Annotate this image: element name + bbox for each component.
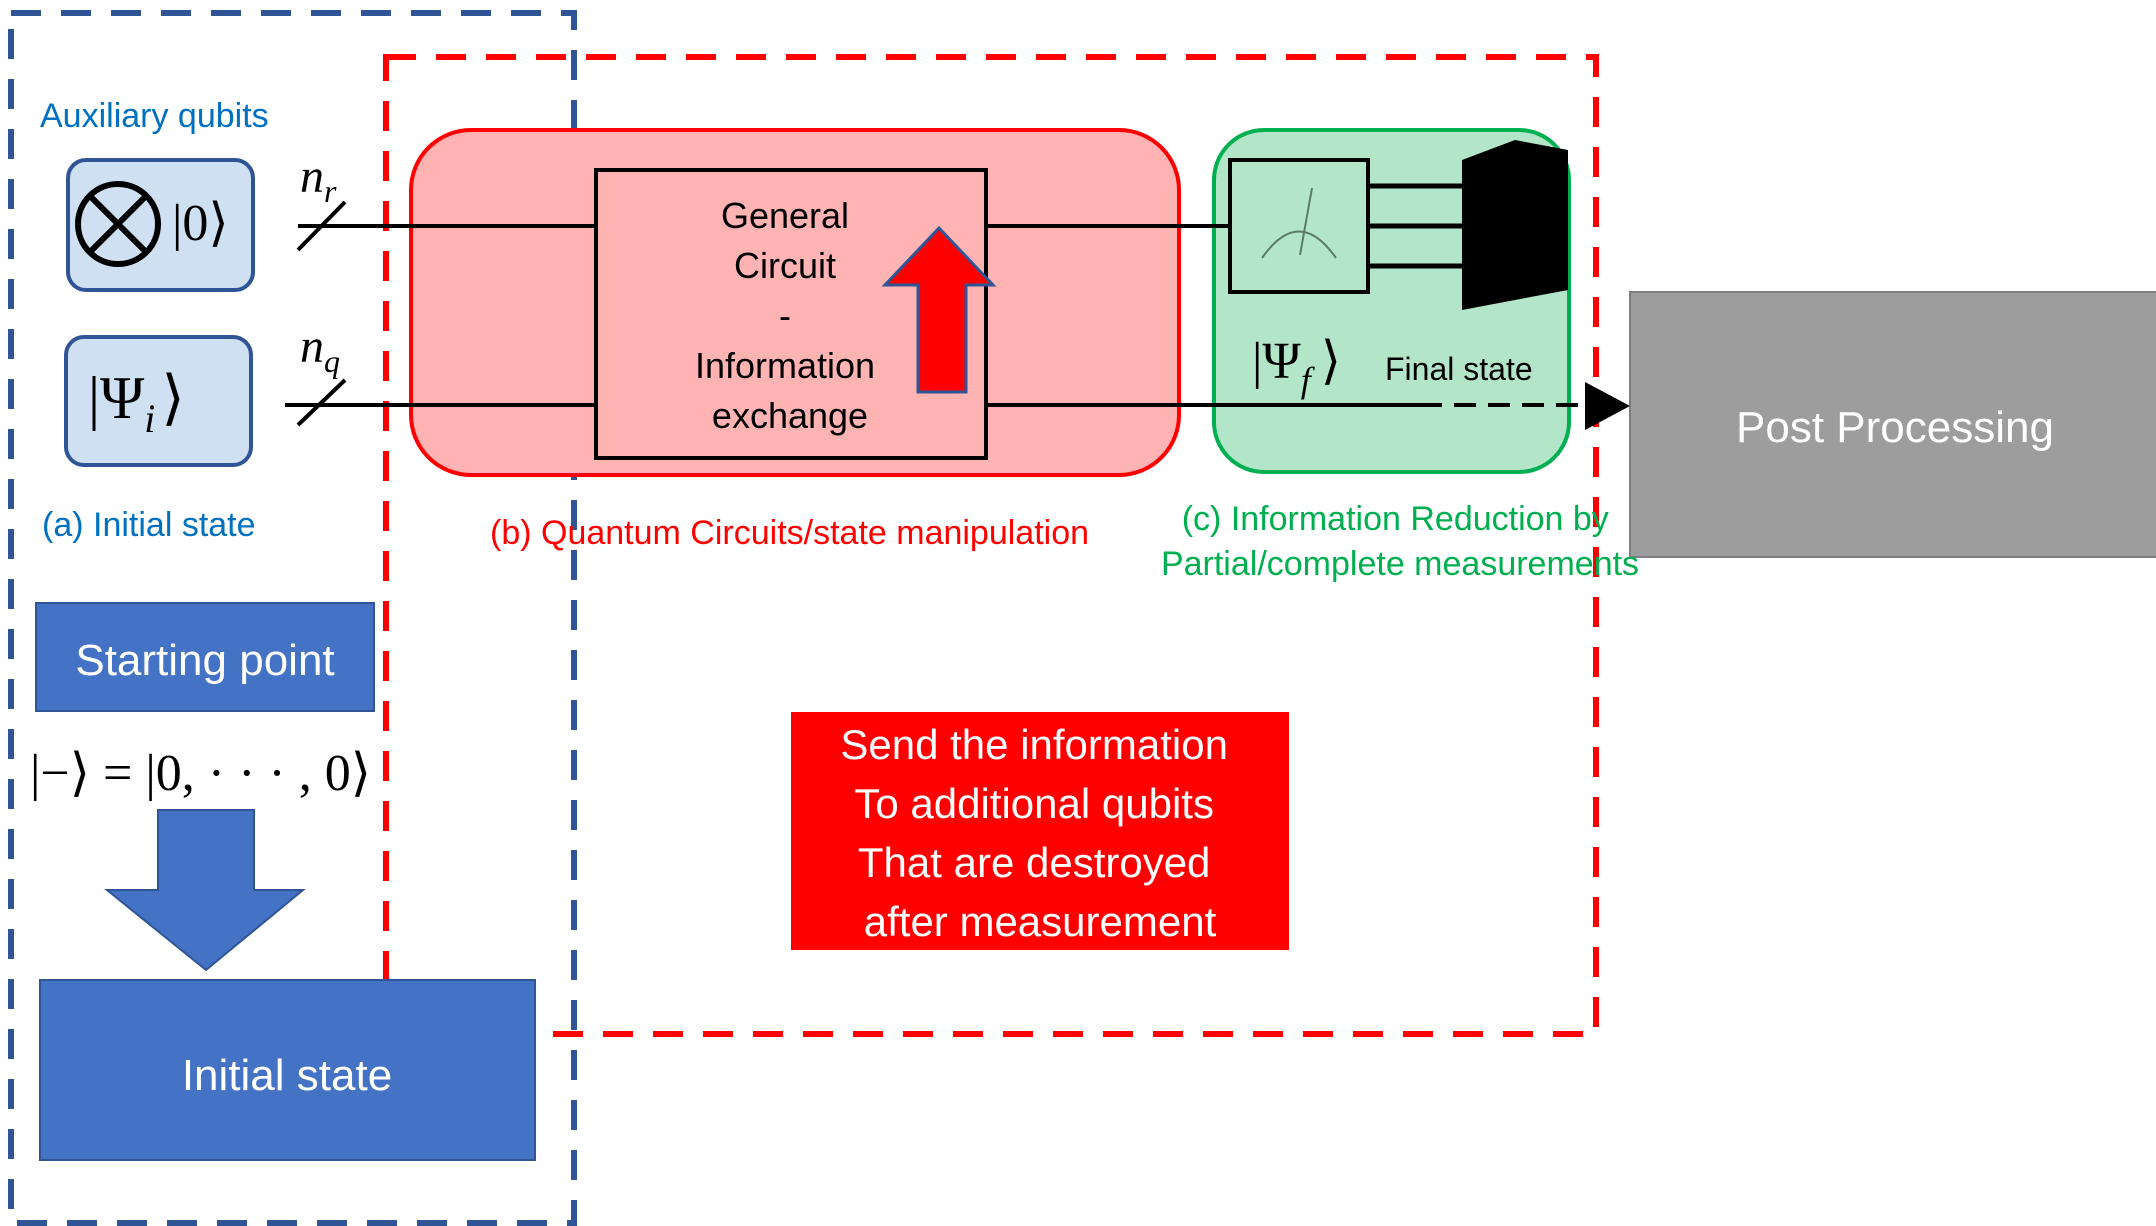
- psi-i-ket: |Ψi⟩: [88, 365, 185, 441]
- auxiliary-qubits-label: Auxiliary qubits: [40, 97, 269, 135]
- general-circuit-box: [594, 168, 988, 460]
- circuit-region-border: [383, 54, 1599, 1037]
- psi-i-box: [64, 335, 253, 467]
- nr-label: nr: [300, 150, 337, 209]
- quantum-circuits-caption: (b) Quantum Circuits/state manipulation: [490, 514, 1089, 552]
- initial-state-region-border: [8, 10, 577, 1226]
- send-info-box: [791, 712, 1289, 950]
- initial-state-box: [39, 979, 536, 1161]
- tensor-icon: [75, 181, 161, 267]
- starting-point-box: [35, 602, 375, 712]
- meter-needle: [1299, 187, 1313, 256]
- starting-point-label: Starting point: [75, 636, 334, 685]
- nq-label: nq: [300, 320, 340, 379]
- wire-arrowhead: [1585, 382, 1630, 430]
- final-state-label: Final state: [1385, 351, 1533, 387]
- post-processing-label: Post Processing: [1736, 403, 2054, 452]
- aux-ket: |0⟩: [172, 195, 229, 252]
- general-circuit-label: General Circuit - Information exchange: [695, 195, 885, 436]
- down-arrow-icon: [104, 809, 306, 972]
- main-wire-slash: [296, 378, 347, 427]
- send-info-label: Send the information To additional qubit…: [840, 721, 1239, 945]
- info-reduction-caption: (c) Information Reduction by Partial/com…: [1161, 500, 1639, 583]
- aux-wire-slash: [296, 200, 347, 252]
- meter-dial: [1261, 230, 1337, 259]
- garbage-label: Garbage: [1525, 165, 1558, 282]
- tensor-cross-2: [87, 193, 149, 255]
- measurement-meter-icon: [1228, 158, 1370, 294]
- post-processing-box: [1629, 291, 2156, 558]
- initial-equation: |−⟩ = |0, · · · , 0⟩: [30, 745, 371, 802]
- psi-f-ket: |Ψf⟩: [1252, 333, 1341, 400]
- initial-state-caption: (a) Initial state: [42, 506, 256, 544]
- up-arrow-icon: [881, 225, 997, 394]
- garbage-block: [1462, 140, 1568, 310]
- initial-state-box-label: Initial state: [182, 1051, 392, 1100]
